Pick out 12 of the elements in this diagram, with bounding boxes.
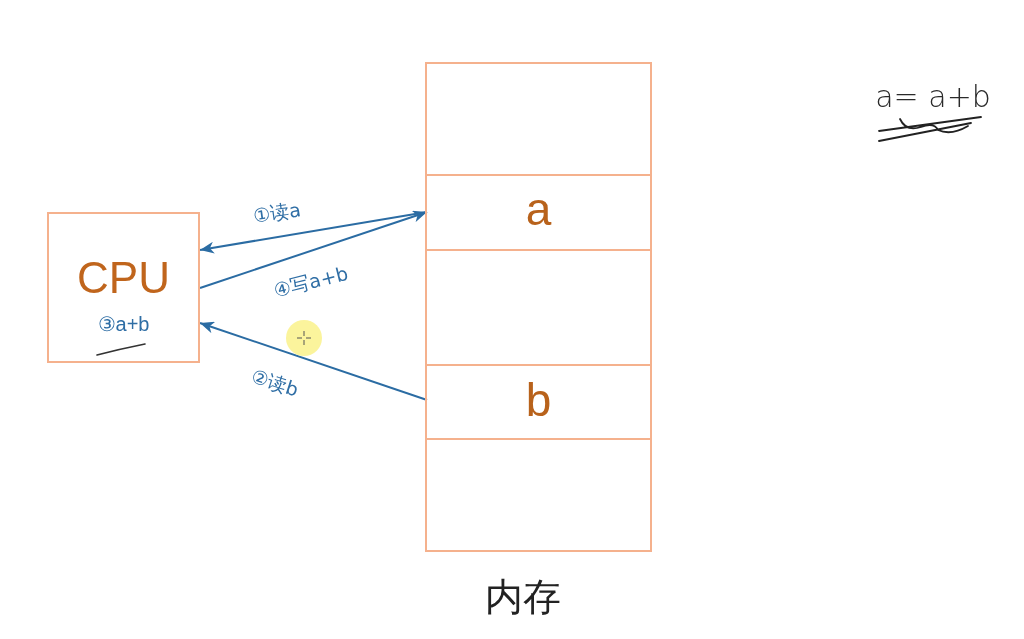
cell-label: b: [525, 374, 552, 426]
cpu-box: [47, 212, 200, 363]
memory-column: [425, 62, 652, 552]
arrow: [199, 210, 428, 289]
arrow: [199, 211, 428, 254]
cell-label: a: [525, 184, 552, 235]
arrow: [199, 321, 428, 401]
handwritten-note: a= a+b: [875, 79, 991, 113]
caption-text: 内存: [485, 577, 561, 619]
memory-cell: [427, 438, 650, 552]
box-note: ③a+b: [97, 312, 150, 335]
box-title: CPU: [77, 254, 170, 303]
